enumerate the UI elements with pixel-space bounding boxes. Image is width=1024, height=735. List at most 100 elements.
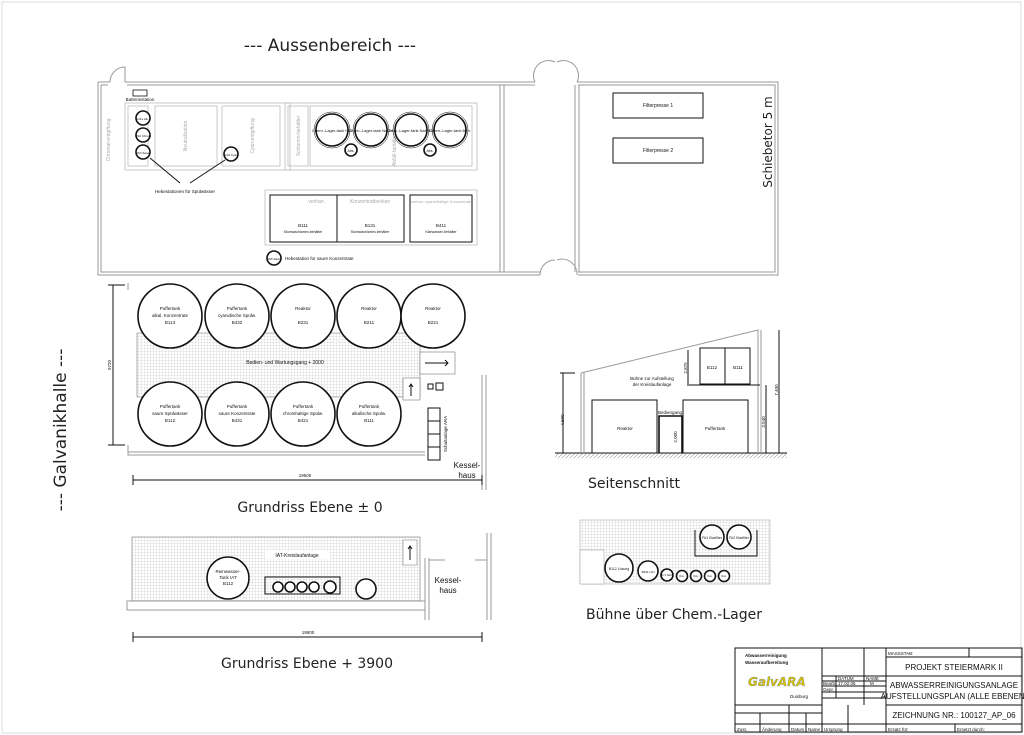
tank-label: Puffertank (227, 306, 248, 311)
title-galvanikhalle: --- Galvanikhalle --- (51, 349, 71, 512)
svg-text:Filterpresse 1: Filterpresse 1 (643, 103, 674, 109)
svg-text:AUFSTELLUNGSPLAN (ALLE EBENEN): AUFSTELLUNGSPLAN (ALLE EBENEN) (881, 692, 1024, 701)
svg-text:haus: haus (439, 586, 456, 595)
tank-B113 (137, 283, 203, 349)
svg-text:Wasseraufbereitung: Wasseraufbereitung (745, 660, 788, 665)
svg-text:Ursprung: Ursprung (824, 727, 843, 732)
tank-label: Puffertank (227, 404, 248, 409)
svg-text:Bediengang: Bediengang (658, 410, 683, 415)
tank-label: B211 (364, 320, 375, 325)
title-ebene-3900: Grundriss Ebene + 3900 (221, 656, 393, 672)
svg-text:Tank IAT: Tank IAT (219, 575, 237, 580)
svg-text:HS3 Sauer: HS3 Sauer (136, 151, 151, 155)
svg-text:B112: B112 (707, 365, 718, 370)
svg-text:Abs.: Abs. (426, 149, 433, 153)
svg-text:Schaltanlage ARA: Schaltanlage ARA (443, 416, 448, 452)
svg-text:B161 HCl: B161 HCl (642, 570, 655, 574)
svg-text:Duisburg: Duisburg (790, 694, 809, 699)
svg-text:Stumwachlamm-behälter: Stumwachlamm-behälter (351, 230, 391, 234)
svg-text:HS1 Alk.: HS1 Alk. (137, 117, 149, 121)
tank-label: B111 (364, 418, 374, 423)
svg-text:MASSSTAB:: MASSSTAB: (888, 651, 913, 656)
label-neutralisation: Neutralisation (183, 120, 189, 151)
svg-text:Dos.: Dos. (707, 575, 712, 578)
title-ebene-0: Grundriss Ebene ± 0 (237, 500, 382, 516)
svg-text:19500: 19500 (302, 630, 315, 635)
label-schlammbehaelter: Schlamm-behälter (296, 115, 302, 156)
tank-label: saure Konzentrate (219, 411, 256, 416)
tank-label: B112 (165, 418, 176, 423)
svg-text:FA1 Klarfilter: FA1 Klarfilter (702, 536, 723, 540)
title-aussenbereich: --- Aussenbereich --- (244, 36, 416, 56)
tank-label: cyanidische Spülw. (218, 313, 256, 318)
svg-text:B131: B131 (365, 223, 376, 228)
svg-text:NAME: NAME (866, 676, 879, 681)
tank-label: alkal. Konzentrate (152, 313, 189, 318)
filterpresse-1 (612, 92, 704, 119)
svg-text:19500: 19500 (299, 473, 312, 478)
grundriss-ebene-0: Bedien- und Wartungsgang + 2000 Pufferta… (107, 283, 487, 490)
svg-text:ZEICHNUNG NR.: 100127_AP_06: ZEICHNUNG NR.: 100127_AP_06 (892, 711, 1016, 720)
tank-label: B421 (298, 418, 309, 423)
tank-B211 (336, 283, 402, 349)
svg-text:der Kreislaufanlage: der Kreislaufanlage (633, 382, 672, 387)
svg-text:M: M (870, 681, 874, 686)
svg-text:Kessel-: Kessel- (435, 576, 462, 585)
svg-text:Chem.-Lager-tank HCl: Chem.-Lager-tank HCl (312, 128, 352, 133)
tank-label: B221 (428, 320, 439, 325)
tank-label: Puffertank (160, 404, 181, 409)
svg-text:B111: B111 (733, 365, 743, 370)
tank-label: Reaktor (361, 306, 377, 311)
title-seitenschnitt: Seitenschnitt (588, 476, 680, 492)
svg-text:B112: B112 (223, 581, 234, 586)
svg-text:Ersatz für:: Ersatz für: (888, 727, 909, 732)
small-tanks: HS1 Alk. HS2 Chrom HS3 Sauer HS4 Cyan HS… (135, 110, 282, 266)
filterpresse-2 (612, 137, 704, 164)
svg-text:9720: 9720 (107, 359, 112, 370)
svg-text:Chem.-Lager-tank Beh.: Chem.-Lager-tank Beh. (429, 128, 471, 133)
tank-label: Puffertank (160, 306, 181, 311)
svg-text:Name: Name (808, 727, 821, 732)
aussenbereich-building: Chromat-entgiftung Neutralisation Cyan-e… (97, 60, 779, 276)
svg-text:Zust.: Zust. (737, 727, 747, 732)
svg-text:4.500: 4.500 (560, 414, 565, 426)
svg-text:Ersetzt durch:: Ersetzt durch: (957, 727, 985, 732)
seitenschnitt: B112 B111 Bühne zur Aufstellung der Krei… (555, 329, 787, 458)
svg-text:Dos.: Dos. (693, 575, 698, 578)
svg-text:Reinwasser-: Reinwasser- (215, 569, 241, 574)
title-block: Abwasserreinigung Wasseraufbereitung Gal… (734, 647, 1024, 733)
svg-text:B111: B111 (298, 223, 308, 228)
tank-label: B231 (298, 320, 309, 325)
tank-label: B432 (232, 320, 243, 325)
buehne-chem-lager: FA1 Klarfilter FA2 Klarfilter B112 Lösun… (579, 519, 771, 585)
svg-text:Kessel-: Kessel- (454, 461, 481, 470)
svg-text:Änderung: Änderung (762, 726, 782, 732)
svg-text:Abwasserreinigung: Abwasserreinigung (745, 653, 787, 658)
svg-text:B411: B411 (436, 223, 447, 228)
tank-B431 (204, 381, 270, 447)
svg-text:3.540: 3.540 (761, 416, 766, 428)
svg-text:2.000: 2.000 (673, 431, 678, 443)
svg-text:HS5 Säure: HS5 Säure (267, 257, 282, 261)
svg-text:Klarwasser-behälter: Klarwasser-behälter (425, 230, 457, 234)
svg-text:PROJEKT STEIERMARK II: PROJEKT STEIERMARK II (905, 663, 1003, 672)
svg-text:Bedien- und Wartungsgang + 200: Bedien- und Wartungsgang + 2000 (246, 360, 324, 366)
label-schiebetor: Schiebetor 5 m (761, 96, 775, 187)
svg-text:Abs.: Abs. (347, 149, 354, 153)
grundriss-ebene-3900: IAT-Kreislaufanlage Reinwasser- Tank IAT… (126, 533, 492, 642)
svg-text:Dos.: Dos. (721, 575, 726, 578)
svg-text:7.400: 7.400 (774, 384, 779, 396)
svg-text:2.875: 2.875 (683, 362, 688, 374)
svg-text:verhan. cyanidhaltige Konzentr: verhan. cyanidhaltige Konzentrate (411, 199, 472, 204)
svg-text:Bearb.: Bearb. (823, 681, 836, 686)
label-abfuellbehaelter: Abfüll-behälter (392, 134, 398, 167)
label-cyanentgiftung: Cyan-entgiftung (250, 118, 256, 154)
tank-label: Reaktor (425, 306, 441, 311)
svg-text:Stumwachlamm-behälter: Stumwachlamm-behälter (284, 230, 324, 234)
tank-label: B431 (232, 418, 243, 423)
logo: GalvARA (748, 675, 806, 689)
tank-label: saure Spülwässer (152, 411, 188, 416)
svg-text:B112 Lösung: B112 Lösung (609, 567, 629, 571)
